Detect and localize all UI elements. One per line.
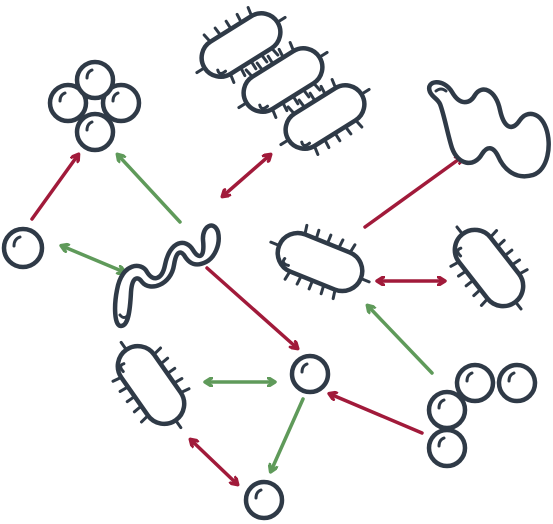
bacillus-center (269, 223, 371, 301)
arrow-strep-to-bacillus (368, 306, 434, 375)
arrow-spirillum-to-staph (118, 155, 182, 224)
arrow-strep-to-coccus-center (330, 394, 424, 435)
arrow-coccus-to-staph (30, 155, 78, 221)
organisms-layer (1, 6, 551, 521)
coccus-center (289, 353, 331, 395)
coccus-top-left (1, 226, 45, 270)
spirillum-center (112, 223, 221, 329)
bacillus-right (449, 225, 529, 311)
staphylococcus-cluster (47, 59, 142, 153)
arrows-layer (30, 155, 462, 484)
arrow-coccus-center-to-bottom (271, 397, 305, 471)
bacillus-bottom-left (111, 340, 191, 430)
streptococcus-cluster (426, 362, 538, 469)
arrow-chain-spirillum (223, 155, 270, 196)
arrow-bacillus-to-spirillum-top (363, 157, 462, 229)
coccus-bottom (243, 479, 285, 521)
arrow-bacillus-coccus-bottom (191, 440, 237, 484)
bacillus-chain-top (195, 6, 371, 156)
arrow-spirillum-to-coccus-center (205, 266, 297, 348)
arrow-coccus-spirillum (62, 246, 124, 272)
spirillum-top-right (426, 80, 551, 179)
